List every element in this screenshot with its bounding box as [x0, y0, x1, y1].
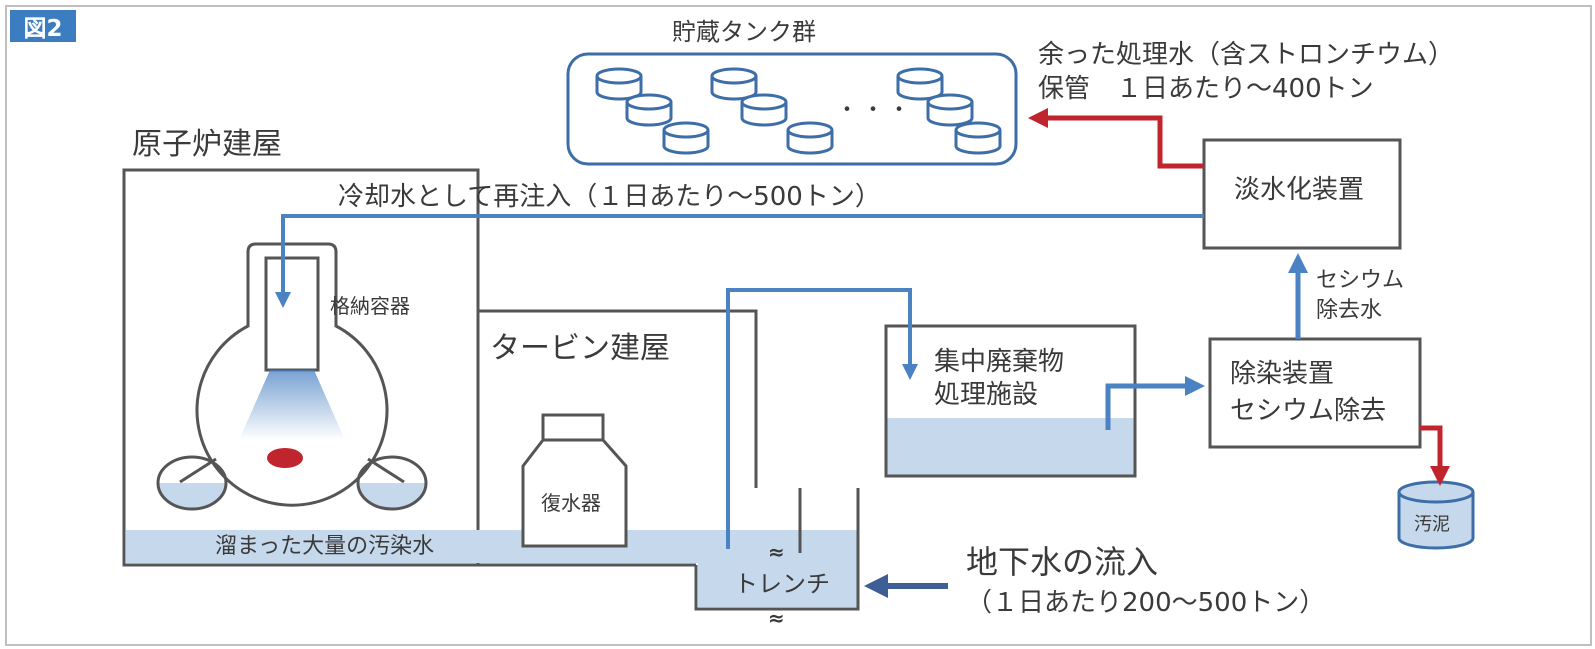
groundwater-label-line1: 地下水の流入: [966, 543, 1159, 581]
storage-flow: [1028, 108, 1204, 169]
cesium-removed-label-line1: セシウム: [1316, 268, 1405, 293]
central-facility-water: [886, 418, 1135, 476]
figure-badge: 図2: [10, 10, 76, 42]
decontamination-label-line2: セシウム除去: [1230, 396, 1387, 426]
trench-label: トレンチ: [734, 570, 830, 598]
condenser-shape: [521, 413, 628, 548]
decontamination-label-line1: 除染装置: [1230, 359, 1335, 389]
central-facility-label-line2: 処理施設: [934, 380, 1039, 410]
trench-break-mark-bottom: ≈: [768, 606, 785, 630]
storage-note-line1: 余った処理水（含ストロンチウム）: [1038, 40, 1455, 70]
containment-label: 格納容器: [330, 294, 410, 318]
turbine-building-label: タービン建屋: [490, 331, 670, 366]
transfer-flow: [726, 288, 918, 549]
central-facility-box: [884, 324, 1137, 478]
reinjection-label: 冷却水として再注入（１日あたり～500トン）: [338, 182, 881, 212]
sludge-label: 汚泥: [1414, 514, 1450, 535]
central-facility-label-line1: 集中廃棄物: [934, 347, 1065, 377]
reinjection-flow: [275, 214, 1204, 308]
trench-structure: [694, 488, 860, 611]
tank-ellipsis: ・・・: [836, 98, 915, 123]
tank-group-label: 貯蔵タンク群: [672, 18, 816, 46]
turbine-building-outline: [478, 309, 758, 488]
reactor-building-label: 原子炉建屋: [132, 127, 282, 162]
groundwater-label-line2: （１日あたり200～500トン）: [966, 588, 1326, 618]
sludge-flow: [1420, 425, 1450, 486]
desalination-label: 淡水化装置: [1234, 175, 1365, 205]
condenser-label: 復水器: [541, 491, 601, 515]
containment-vessel: [156, 242, 428, 511]
contaminated-water-layer: [126, 530, 756, 563]
storage-tank-group: [566, 52, 1018, 166]
decontamination-box: [1208, 337, 1422, 449]
storage-note-line2: 保管 １日あたり～400トン: [1038, 74, 1374, 104]
to-decontamination-flow: [1105, 376, 1205, 430]
cesium-removed-label-line2: 除去水: [1316, 298, 1383, 323]
desalination-box: [1202, 138, 1402, 250]
figure-frame: [5, 5, 1592, 646]
contaminated-water-label: 溜まった大量の汚染水: [215, 534, 435, 559]
trench-break-mark: ≈: [768, 540, 785, 564]
sludge-container: [1397, 480, 1475, 550]
